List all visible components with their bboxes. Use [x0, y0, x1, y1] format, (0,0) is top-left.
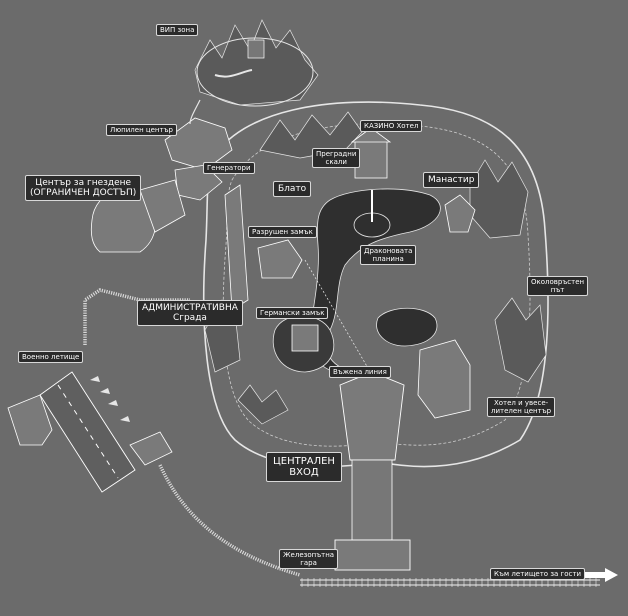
- vip-mountains: [194, 19, 319, 106]
- admin-building: [224, 184, 249, 311]
- label-ruined-castle: Разрушен замък: [248, 226, 317, 238]
- hotel-entertainment-complex: [417, 339, 471, 419]
- outer-park-ring: [203, 101, 549, 468]
- label-generators: Генератори: [203, 162, 255, 174]
- vip-crater: [196, 37, 314, 107]
- vip-temple: [247, 39, 265, 59]
- label-central-entrance: ЦЕНТРАЛЕН ВХОД: [266, 452, 342, 482]
- east-mountains: [469, 159, 529, 239]
- hatchery-building: [164, 117, 233, 171]
- nesting-annex: [139, 179, 186, 233]
- label-coral-edge: Околовръстен път: [527, 276, 589, 296]
- label-german-castle: Германски замък: [256, 307, 329, 319]
- railway-sleepers: [301, 578, 597, 587]
- arrow-to-guest-airport: [575, 568, 618, 582]
- casino-hotel: [354, 139, 388, 179]
- label-hatchery: Люпилен център: [106, 124, 177, 136]
- german-castle: [291, 324, 319, 352]
- label-to-guest-airport: Към летището за гости: [490, 568, 585, 580]
- runway-markings: [57, 384, 119, 479]
- casino-roof: [350, 127, 392, 143]
- southeast-mountains: [494, 297, 547, 383]
- label-military-airfield: Военно летище: [18, 351, 84, 363]
- south-mountains: [237, 384, 289, 425]
- label-railway-station: Железопътна гара: [279, 549, 339, 569]
- label-nesting-center: Център за гнездене (ОГРАНИЧЕН ДОСТЪП): [25, 175, 142, 201]
- label-monastery: Манастир: [423, 172, 480, 188]
- label-admin-building: АДМИНИСТРАТИВНА Сграда: [137, 300, 243, 326]
- dark-enclosure: [376, 307, 438, 347]
- label-rope-line: Въжена линия: [329, 366, 391, 378]
- entrance-corridor: [351, 459, 393, 541]
- aircraft: [90, 376, 130, 422]
- control-tower: [7, 394, 53, 446]
- label-swamp: Блато: [273, 181, 312, 197]
- label-barrier-cliffs: Преградни скали: [312, 148, 361, 168]
- monastery: [444, 194, 476, 233]
- label-vip-zone: ВИП зона: [156, 24, 199, 36]
- label-hotel-entertainment: Хотел и увесе- лителен център: [487, 397, 556, 417]
- vip-road: [214, 69, 253, 78]
- railway-tracks: [300, 579, 600, 586]
- central-entrance-tower: [339, 371, 405, 461]
- railway-station-building: [334, 539, 411, 571]
- ruined-castle: [257, 239, 303, 279]
- military-runway: [39, 371, 136, 493]
- south-road: [158, 464, 301, 577]
- hangar: [129, 431, 173, 466]
- label-dragon-mountain: Драконовата планина: [360, 245, 417, 265]
- label-casino-hotel: КАЗИНО Хотел: [360, 120, 423, 132]
- hatchery-walkway: [189, 99, 201, 125]
